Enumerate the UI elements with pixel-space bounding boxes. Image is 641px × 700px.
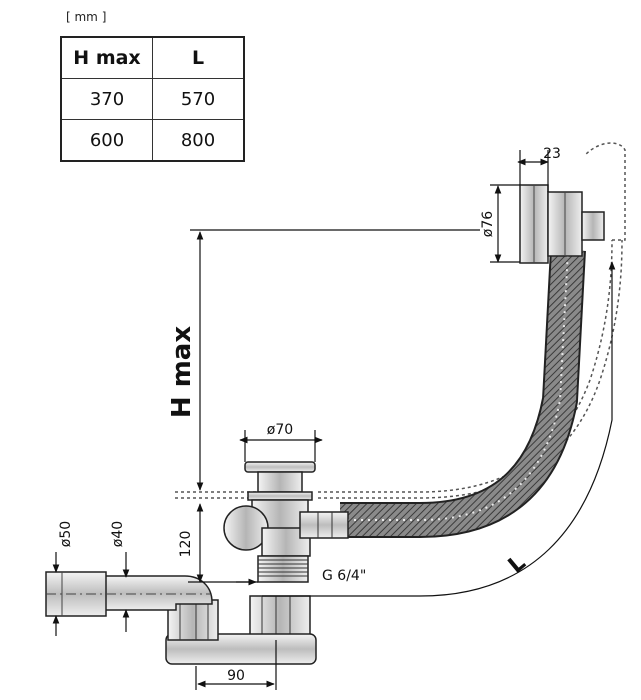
label-23: 23 [543,146,561,162]
label-120: 120 [178,531,194,558]
cell-h-max: 370 [60,78,153,120]
label-d76: ø76 [480,211,496,237]
cell-l: 800 [152,119,245,162]
label-d50: ø50 [58,521,74,547]
column-header-l: L [152,36,245,79]
label-l: L [504,550,531,578]
cell-h-max: 600 [60,119,153,162]
label-thread: G 6/4" [322,568,366,584]
waste-valve [223,461,349,637]
overflow-head [519,184,605,264]
cell-l: 570 [152,78,245,120]
unit-label: [ mm ] [66,10,107,24]
label-90: 90 [227,668,245,684]
dimension-lines [52,150,616,690]
column-header-h-max: H max [60,36,153,79]
label-h-max: H max [167,326,197,418]
siphon-trap [165,599,317,665]
table-row: 370 570 [60,78,245,120]
outlet-pipe [45,571,213,617]
label-d40: ø40 [110,521,126,547]
table-row: 600 800 [60,119,245,162]
table-header-row: H max L [60,36,245,79]
overflow-hose [340,249,586,538]
label-d70: ø70 [267,422,293,438]
dimension-table: H max L 370 570 600 800 [60,36,245,162]
